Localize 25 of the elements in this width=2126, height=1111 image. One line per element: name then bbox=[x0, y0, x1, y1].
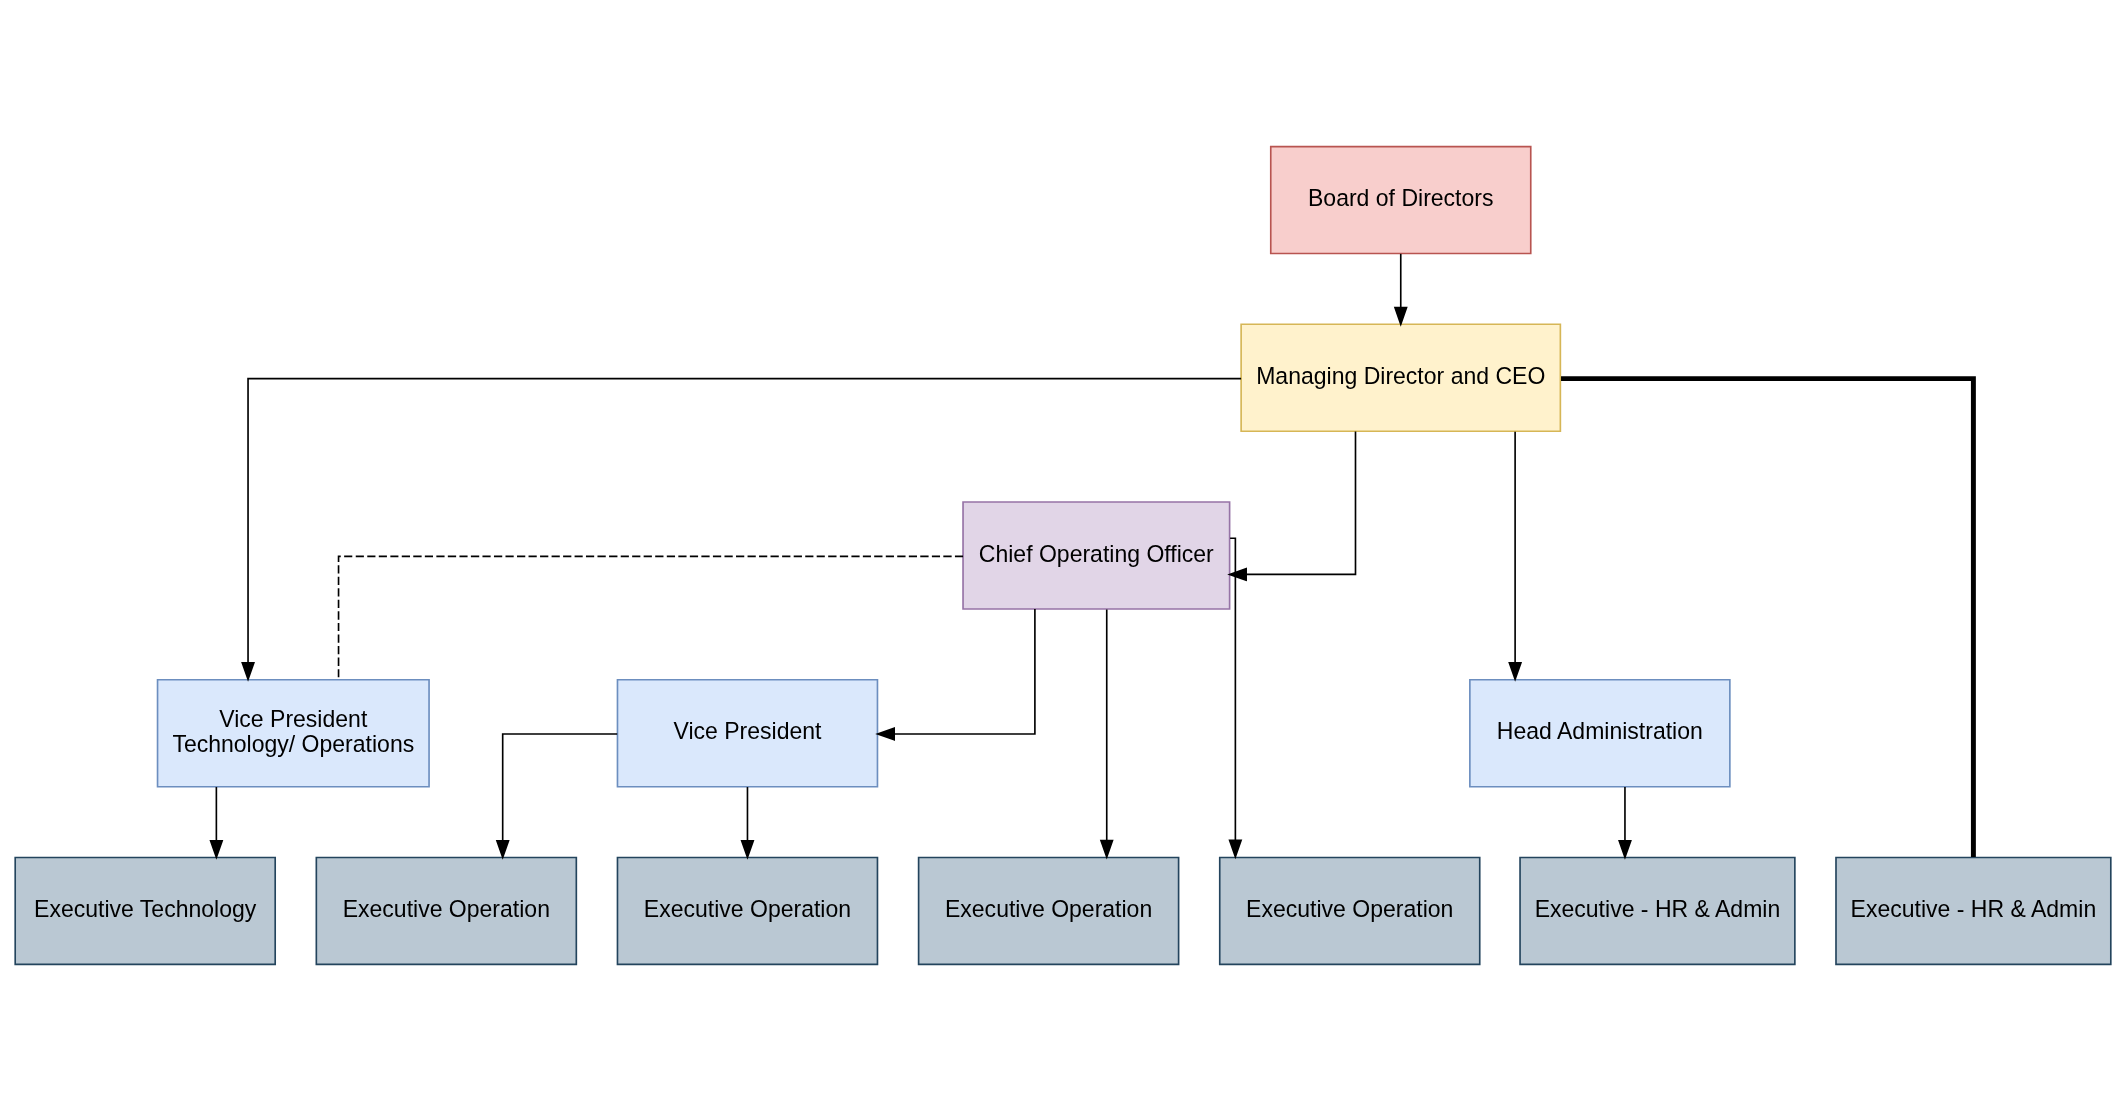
node-box: Board of Directors bbox=[1269, 145, 1532, 255]
node-box: Head Administration bbox=[1469, 678, 1731, 788]
arrow bbox=[241, 377, 1242, 682]
arrow bbox=[1618, 786, 1632, 860]
arrow bbox=[1393, 253, 1408, 327]
node-box: Chief Operating Officer bbox=[962, 501, 1231, 610]
node-box: Executive Technology bbox=[14, 856, 277, 966]
arrow bbox=[1228, 537, 1243, 860]
node-box: Executive - HR & Admin bbox=[1519, 856, 1796, 966]
node-box: Vice President bbox=[616, 678, 879, 788]
node-box: Executive Operation bbox=[917, 856, 1180, 966]
node-box: Executive Operation bbox=[616, 856, 879, 966]
node-box: Executive Operation bbox=[315, 856, 578, 966]
node-box: Managing Director and CEO bbox=[1240, 323, 1562, 433]
arrow bbox=[495, 733, 618, 860]
arrow bbox=[1227, 430, 1357, 582]
arrow bbox=[740, 786, 755, 860]
arrow bbox=[209, 786, 224, 860]
node-box: Executive Operation bbox=[1218, 856, 1481, 966]
node-box: Executive - HR & Admin bbox=[1835, 856, 2112, 966]
arrow bbox=[875, 608, 1036, 741]
arrow bbox=[1099, 608, 1114, 860]
node-box: Vice President Technology/ Operations bbox=[156, 678, 430, 788]
connector bbox=[1561, 376, 1976, 857]
arrow bbox=[1508, 430, 1523, 682]
